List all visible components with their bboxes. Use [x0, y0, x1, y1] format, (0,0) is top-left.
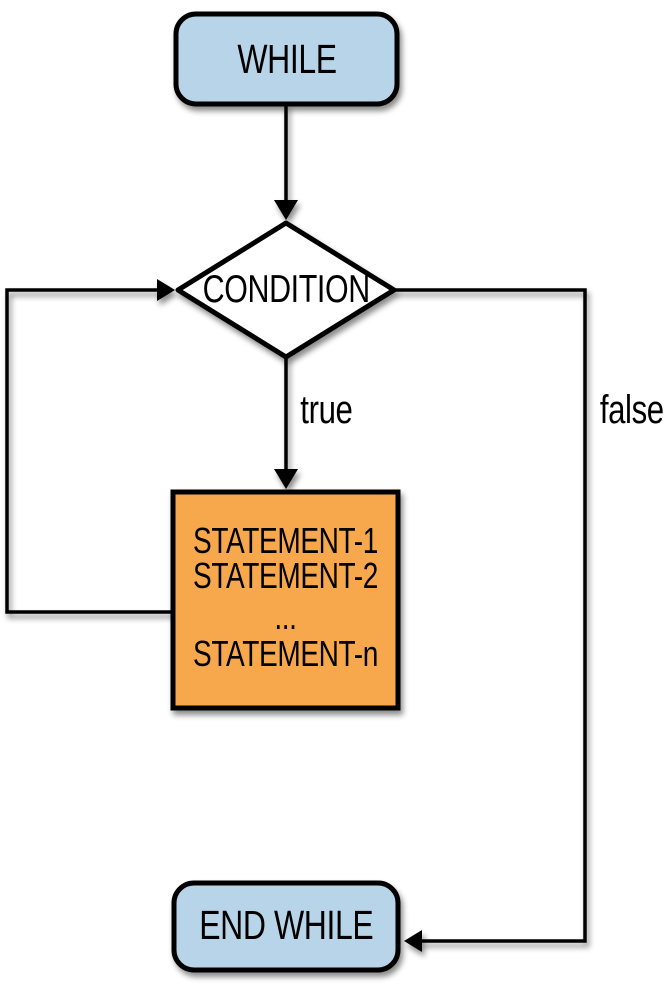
body-statement-ellipsis: ...	[274, 597, 296, 637]
true-edge-label: true	[300, 387, 352, 432]
arrowhead-into-condition-left-icon	[157, 279, 175, 301]
edge-body-loopback-to-condition	[5, 288, 173, 614]
while-label: WHILE	[237, 36, 336, 82]
body-node	[170, 489, 401, 711]
false-edge-label: false	[600, 387, 663, 432]
labels: WHILE CONDITION true false STATEMENT-1 S…	[193, 36, 663, 948]
endwhile-label: END WHILE	[199, 902, 373, 948]
condition-label: CONDITION	[203, 267, 370, 310]
connectors	[5, 104, 587, 952]
while-node	[173, 11, 400, 107]
condition-node	[175, 220, 397, 360]
nodes	[170, 11, 401, 973]
arrowhead-into-condition-top-icon	[274, 200, 298, 220]
arrowhead-into-body-icon	[274, 469, 298, 489]
edge-condition-false-to-endwhile	[394, 288, 587, 943]
body-statement-2: STATEMENT-2	[193, 556, 378, 596]
body-statement-1: STATEMENT-1	[193, 521, 378, 561]
endwhile-node	[171, 880, 401, 973]
arrowhead-into-endwhile-icon	[404, 930, 422, 952]
body-statement-n: STATEMENT-n	[193, 634, 378, 674]
